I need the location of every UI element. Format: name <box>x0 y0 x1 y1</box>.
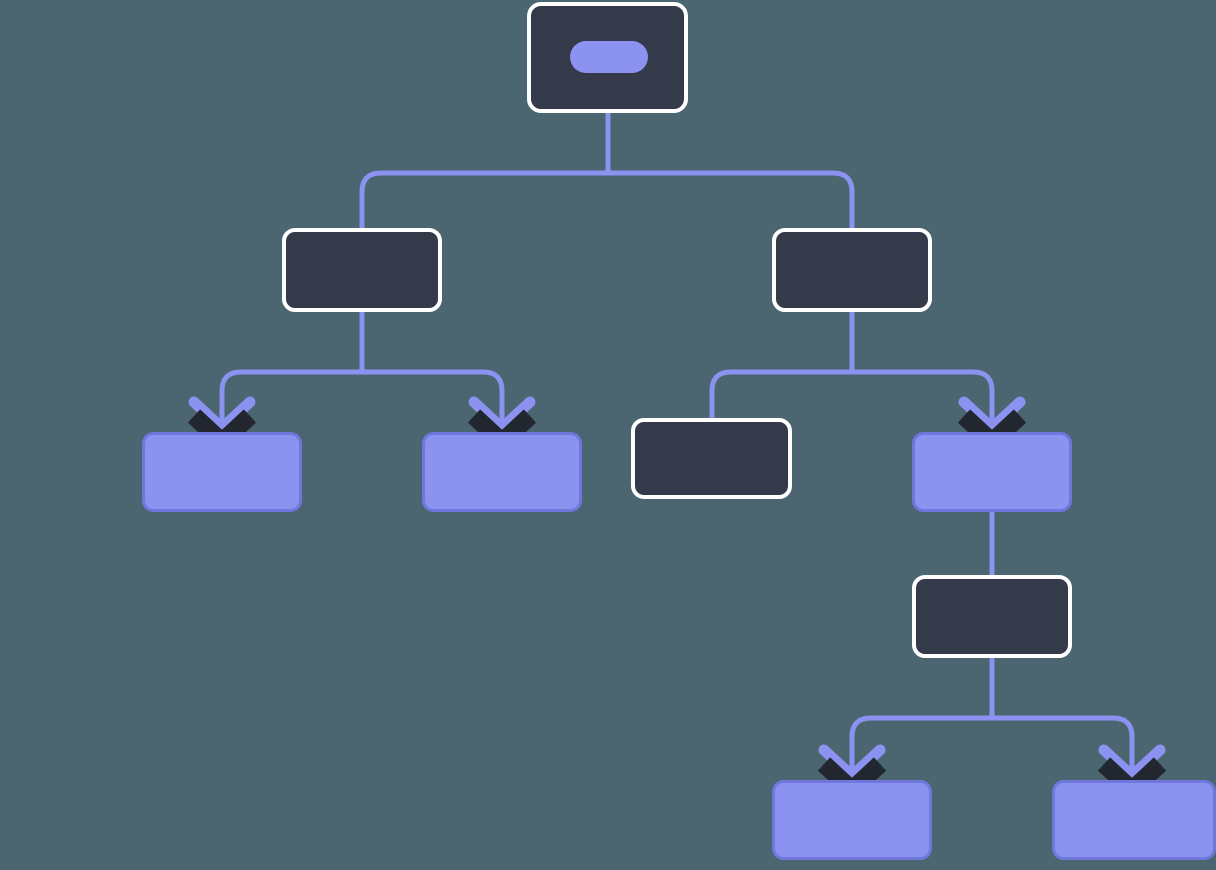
arrow-light-chevron-icon <box>468 396 536 434</box>
node-layer <box>282 2 1072 658</box>
connector-level1-left-to-leaf-a <box>219 369 362 436</box>
level3-dark-node[interactable] <box>912 575 1072 658</box>
connector-level3-to-leaf-b <box>992 715 1135 784</box>
connector-root-to-level1-left <box>359 170 608 240</box>
connector-level1-right-to-level2-purple <box>852 369 995 436</box>
level1-left-node[interactable] <box>282 228 442 312</box>
root-pill-shape <box>570 41 648 73</box>
level2-leaf-b[interactable] <box>422 432 582 512</box>
level2-purple-branch-node-body <box>912 432 1072 512</box>
level3-dark-node-body <box>912 575 1072 658</box>
level1-left-node-body <box>282 228 442 312</box>
level2-leaf-b-body <box>422 432 582 512</box>
connector-level1-left-to-leaf-b <box>362 369 505 436</box>
arrow-light-chevron-icon <box>188 396 256 434</box>
root-node[interactable] <box>527 2 688 113</box>
level2-leaf-a-body <box>142 432 302 512</box>
level2-dark-node-body <box>631 418 792 499</box>
level4-leaf-b[interactable] <box>1052 780 1216 860</box>
connector-root-to-level1-right <box>608 170 855 240</box>
level1-right-node-body <box>772 228 932 312</box>
level4-leaf-a[interactable] <box>772 780 932 860</box>
level4-leaf-b-body <box>1052 780 1216 860</box>
connector-level1-right-to-level2-dark <box>709 369 852 420</box>
arrow-light-chevron-icon <box>1098 744 1166 782</box>
level2-leaf-a[interactable] <box>142 432 302 512</box>
arrow-light-chevron-icon <box>958 396 1026 434</box>
level2-purple-branch-node[interactable] <box>912 432 1072 512</box>
level2-dark-node[interactable] <box>631 418 792 499</box>
arrow-light-chevron-icon <box>818 744 886 782</box>
level1-right-node[interactable] <box>772 228 932 312</box>
connector-level3-to-leaf-a <box>849 715 992 784</box>
level4-leaf-a-body <box>772 780 932 860</box>
